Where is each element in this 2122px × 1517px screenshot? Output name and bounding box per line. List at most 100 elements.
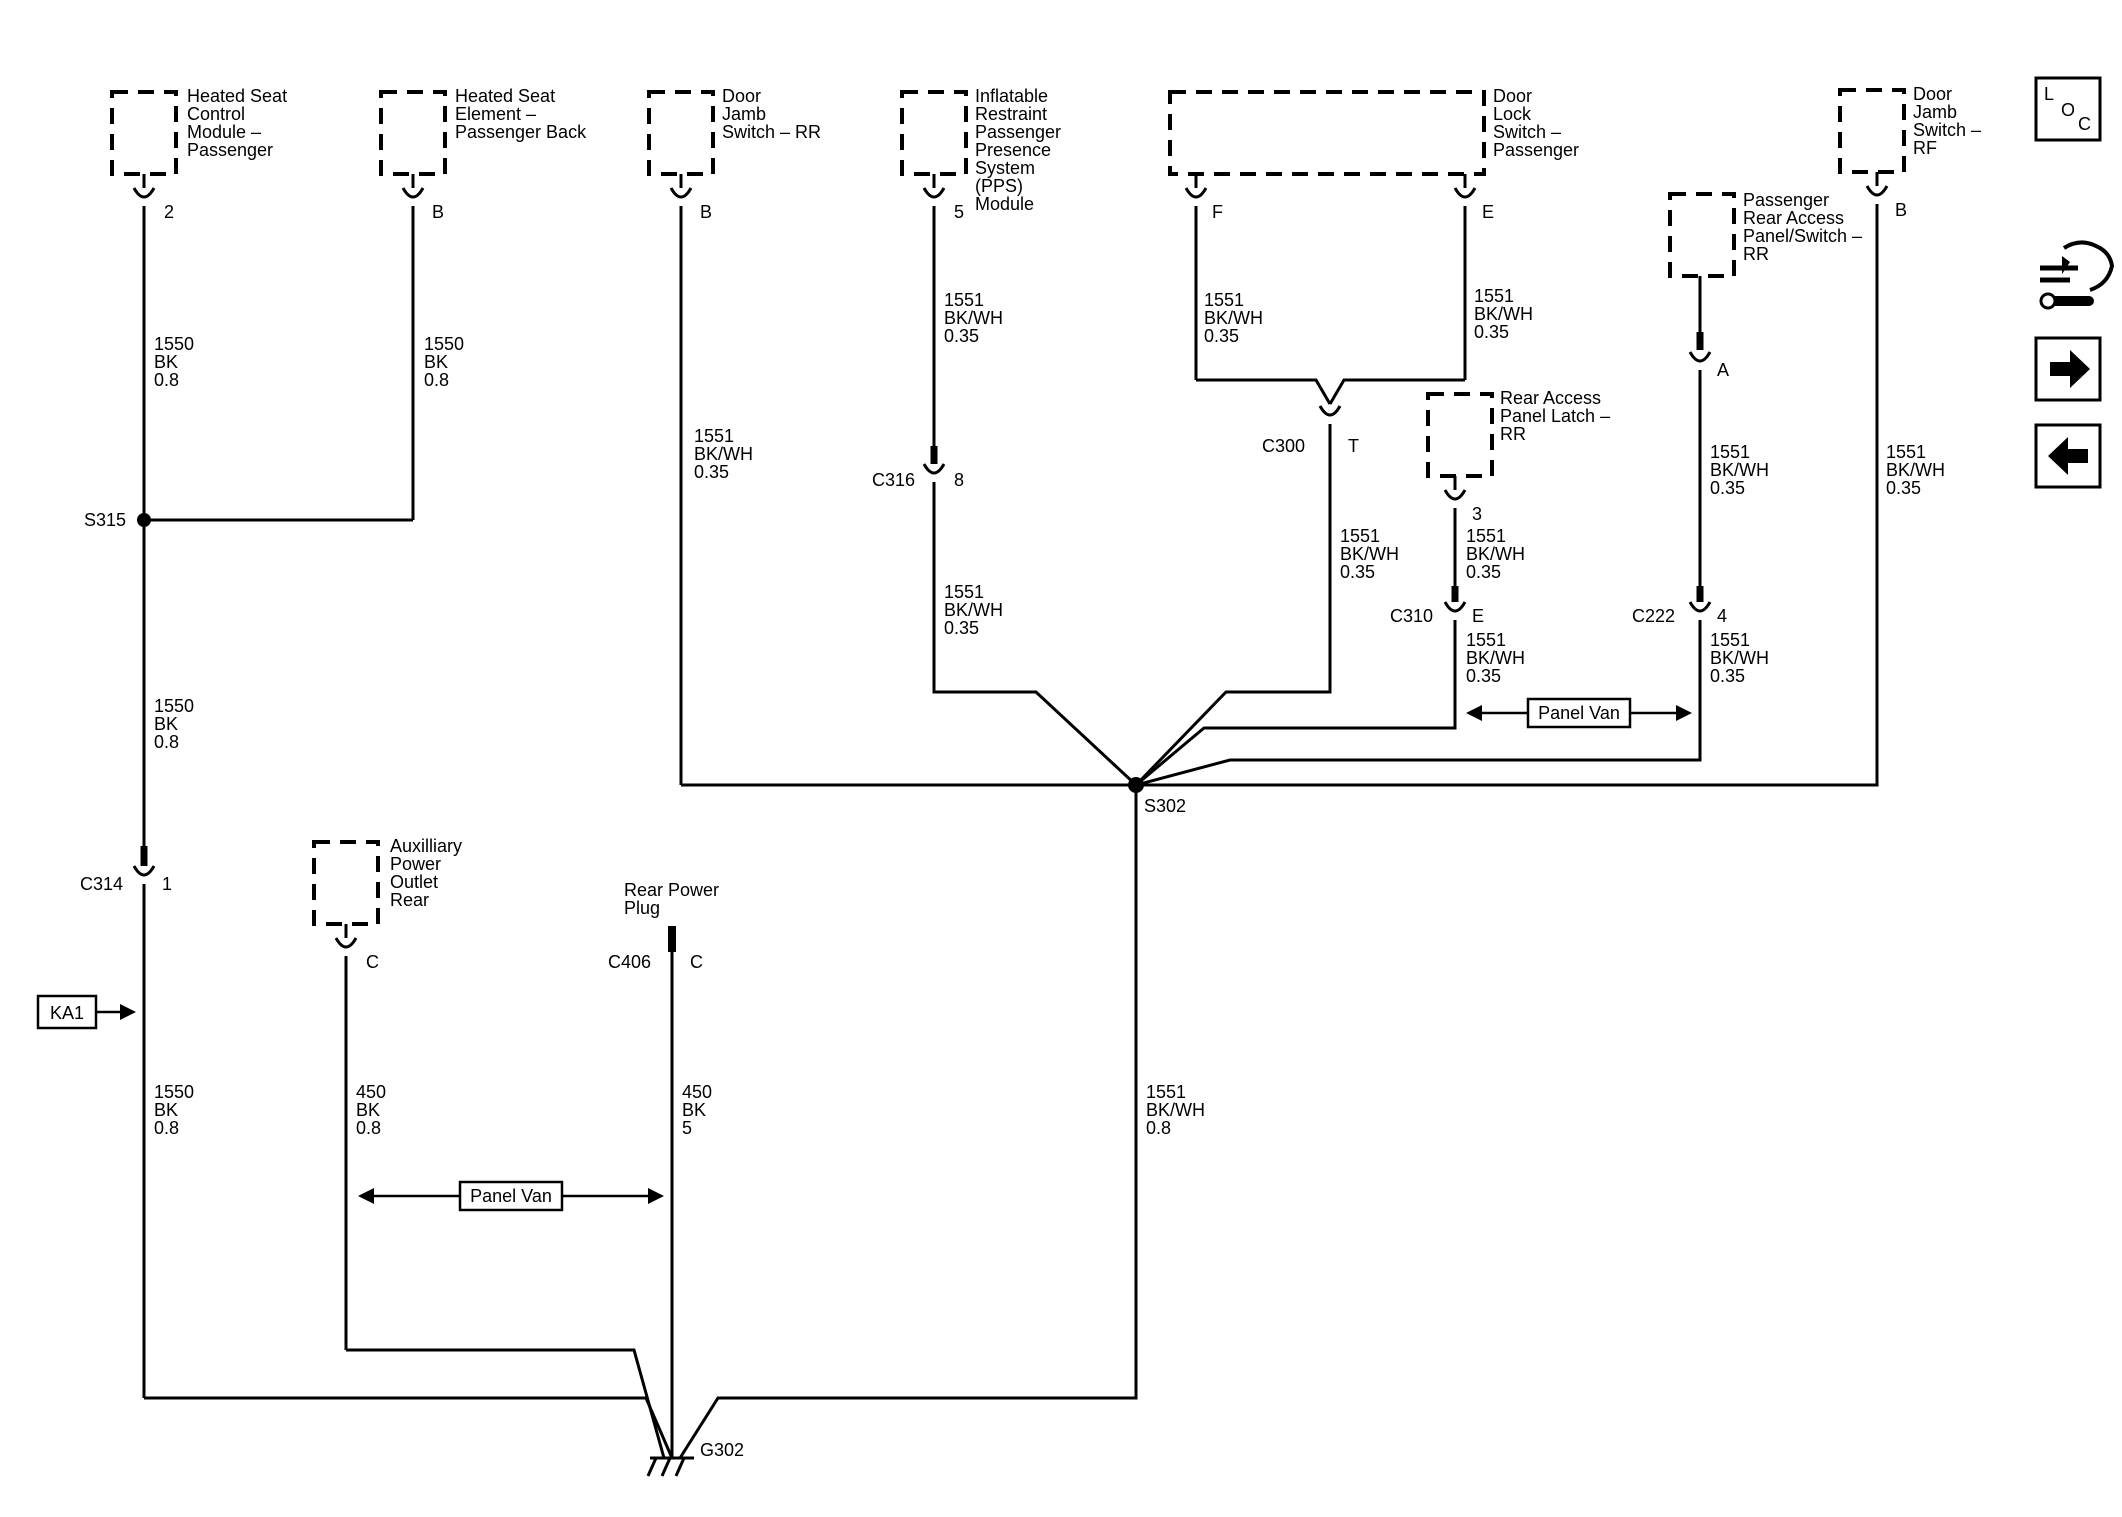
loc-letter: L <box>2044 84 2054 104</box>
splice-s315[interactable] <box>137 513 151 527</box>
component-label-pps-line: System <box>975 158 1035 178</box>
wire-label-w5-line: 1551 <box>694 426 734 446</box>
wire-label-w16-line: 0.8 <box>356 1118 381 1138</box>
component-label-rapl-line: Rear Access <box>1500 388 1601 408</box>
pin-label-hse: B <box>432 202 444 222</box>
component-label-apo-line: Rear <box>390 890 429 910</box>
component-label-hse-line: Passenger Back <box>455 122 587 142</box>
wire-label-w13-line: BK/WH <box>1710 460 1769 480</box>
component-label-pps-line: Presence <box>975 140 1051 160</box>
wire-label-w15-line: 0.35 <box>1886 478 1921 498</box>
component-label-pps-line: Module <box>975 194 1034 214</box>
component-label-rapsw-line: Panel/Switch – <box>1743 226 1862 246</box>
component-label-djs_rf-line: Switch – <box>1913 120 1981 140</box>
wire-label-w5-line: 0.35 <box>694 462 729 482</box>
component-label-rpp-line: Rear Power <box>624 880 719 900</box>
component-label-hse-line: Heated Seat <box>455 86 555 106</box>
component-label-pps-line: (PPS) <box>975 176 1023 196</box>
component-label-rapsw-line: Passenger <box>1743 190 1829 210</box>
arrow-left-icon[interactable] <box>2034 423 2102 489</box>
wire-label-w9-line: BK/WH <box>1474 304 1533 324</box>
pin-label-c314: 1 <box>162 874 172 894</box>
loc-button[interactable] <box>2034 76 2102 142</box>
pin-label-pps: 5 <box>954 202 964 222</box>
wire-label-w15-line: BK/WH <box>1886 460 1945 480</box>
component-label-rapsw-line: RR <box>1743 244 1769 264</box>
connector-pins <box>132 172 1889 952</box>
wire-label-w16-line: BK <box>356 1100 380 1120</box>
connector-label-c406: C406 <box>608 952 651 972</box>
component-label-dls-line: Switch – <box>1493 122 1561 142</box>
loc-letter: O <box>2061 100 2075 120</box>
pin-label-hscm: 2 <box>164 202 174 222</box>
wire-label-w11-line: 0.35 <box>1466 562 1501 582</box>
component-label-djs_rf-line: Jamb <box>1913 102 1957 122</box>
wire-label-w2-line: 0.8 <box>424 370 449 390</box>
pin-label-c222: 4 <box>1717 606 1727 626</box>
wire-label-w8-line: BK/WH <box>1204 308 1263 328</box>
wire-label-w14-line: BK/WH <box>1710 648 1769 668</box>
component-label-apo-line: Power <box>390 854 441 874</box>
wire-label-w6-line: 0.35 <box>944 326 979 346</box>
component-door-jamb-switch-rf[interactable] <box>1838 88 1906 174</box>
wire-label-w7-line: 1551 <box>944 582 984 602</box>
wire-label-w18-line: 1551 <box>1146 1082 1186 1102</box>
ground-label: G302 <box>700 1440 744 1460</box>
component-pps-module[interactable] <box>900 90 968 176</box>
component-label-apo-line: Outlet <box>390 872 438 892</box>
component-label-hse-line: Element – <box>455 104 536 124</box>
wire-label-w5-line: BK/WH <box>694 444 753 464</box>
pin-label-rapsw: A <box>1717 360 1729 380</box>
wire-label-w9-line: 0.35 <box>1474 322 1509 342</box>
component-heated-seat-element[interactable] <box>379 90 447 176</box>
component-heated-seat-control-module[interactable] <box>110 90 178 176</box>
wire-label-w7-line: BK/WH <box>944 600 1003 620</box>
component-door-lock-switch[interactable] <box>1168 90 1486 176</box>
component-label-rapsw-line: Rear Access <box>1743 208 1844 228</box>
component-label-hscm-line: Passenger <box>187 140 273 160</box>
wire-label-w12-line: BK/WH <box>1466 648 1525 668</box>
pin-label-djs_rr: B <box>700 202 712 222</box>
component-label-hscm-line: Control <box>187 104 245 124</box>
splice-label-s302: S302 <box>1144 796 1186 816</box>
wire-label-w8-line: 0.35 <box>1204 326 1239 346</box>
component-label-rpp-line: Plug <box>624 898 660 918</box>
component-label-pps-line: Restraint <box>975 104 1047 124</box>
harness-wrench-icon[interactable] <box>2039 240 2115 310</box>
pin-label-c316: 8 <box>954 470 964 490</box>
pin-label-c310: E <box>1472 606 1484 626</box>
component-label-djs_rf-line: RF <box>1913 138 1937 158</box>
component-rear-access-panel-latch[interactable] <box>1426 392 1494 478</box>
pin-label-apo: C <box>366 952 379 972</box>
component-door-jamb-switch-rr[interactable] <box>647 90 715 176</box>
wire-label-w10-line: 0.35 <box>1340 562 1375 582</box>
ground-symbol[interactable] <box>646 1456 694 1477</box>
connector-label-c300: C300 <box>1262 436 1305 456</box>
component-label-rapl-line: RR <box>1500 424 1526 444</box>
component-aux-power-outlet[interactable] <box>312 840 380 926</box>
component-label-apo-line: Auxilliary <box>390 836 462 856</box>
wire-label-w3-line: 0.8 <box>154 732 179 752</box>
connector-label-c310: C310 <box>1390 606 1433 626</box>
connector-label-c314: C314 <box>80 874 123 894</box>
ka1-reference[interactable] <box>36 994 136 1030</box>
wire-label-w6-line: BK/WH <box>944 308 1003 328</box>
component-label-hscm-line: Heated Seat <box>187 86 287 106</box>
component-label-hscm-line: Module – <box>187 122 261 142</box>
wire-label-w16-line: 450 <box>356 1082 386 1102</box>
pin-label-dls_e: E <box>1482 202 1494 222</box>
splice-s302[interactable] <box>1128 777 1144 793</box>
wire-label-w17-line: 5 <box>682 1118 692 1138</box>
component-rear-access-panel-switch[interactable] <box>1668 192 1736 278</box>
wire-label-w9-line: 1551 <box>1474 286 1514 306</box>
wire-label-w1-line: BK <box>154 352 178 372</box>
pin-label-c300: T <box>1348 436 1359 456</box>
wire-label-w17-line: 450 <box>682 1082 712 1102</box>
arrow-right-icon[interactable] <box>2034 336 2102 402</box>
wire-label-w1-line: 0.8 <box>154 370 179 390</box>
wire-label-w2-line: BK <box>424 352 448 372</box>
component-label-djs_rr-line: Switch – RR <box>722 122 821 142</box>
wire-label-w10-line: 1551 <box>1340 526 1380 546</box>
wire-label-w6-line: 1551 <box>944 290 984 310</box>
